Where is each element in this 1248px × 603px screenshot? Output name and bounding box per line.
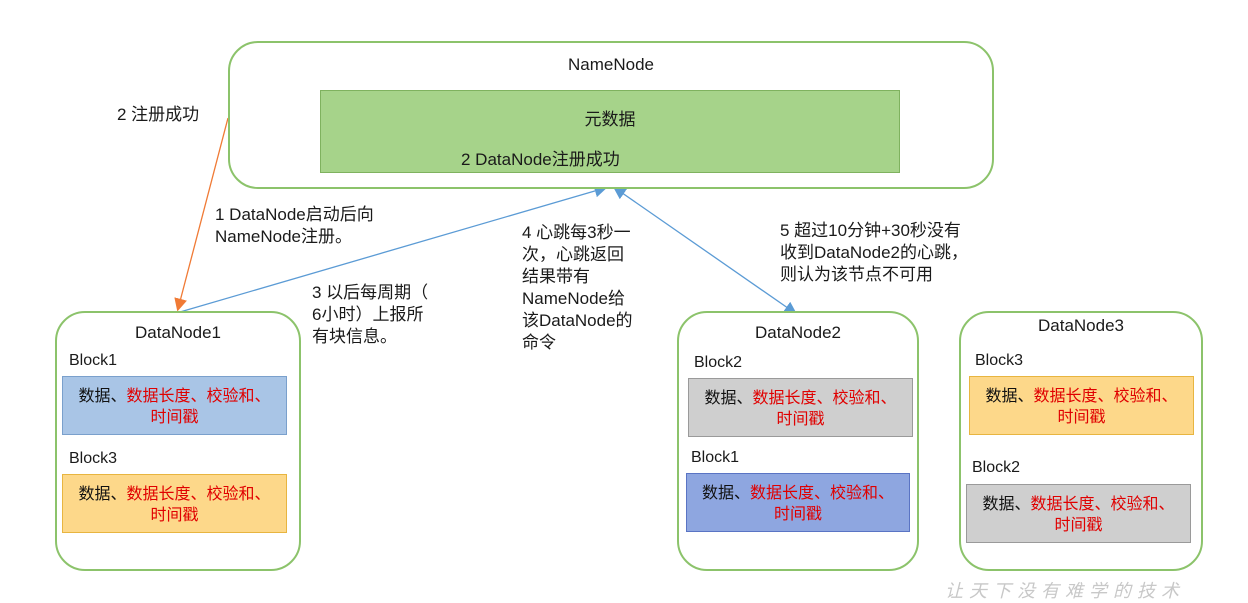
heartbeat-arrow (612, 186, 798, 315)
block-prefix: 数据、 (704, 390, 753, 407)
block-timestamp: 时间戳 (773, 506, 822, 523)
note-periodic: 3 以后每周期（ 6小时）上报所 有块信息。 (312, 283, 429, 346)
block-prefix: 数据、 (701, 485, 750, 502)
datanode1-title: DataNode1 (134, 323, 221, 342)
datanode2-block1-data: 数据、数据长度、校验和、 时间戳 (686, 473, 910, 532)
datanode1-block3-data: 数据、数据长度、校验和、 时间戳 (62, 474, 287, 533)
datanode1-block1-data: 数据、数据长度、校验和、 时间戳 (62, 376, 287, 435)
datanode1-block1-label: Block1 (69, 352, 118, 369)
block-prefix: 数据、 (78, 388, 127, 405)
datanode2-block2-data: 数据、数据长度、校验和、 时间戳 (688, 378, 913, 437)
block-fields: 数据长度、校验和、 (1030, 496, 1175, 513)
metadata-line: 2 DataNode注册成功 (461, 150, 620, 169)
block-fields: 数据长度、校验和、 (752, 390, 897, 407)
metadata-title: 元数据 (584, 110, 636, 129)
watermark: 让天下没有难学的技术 (945, 581, 1185, 602)
block-timestamp: 时间戳 (1057, 409, 1106, 426)
datanode3-title: DataNode3 (1037, 316, 1124, 335)
datanode1-block3-label: Block3 (69, 450, 118, 467)
datanode3-block2-data: 数据、数据长度、校验和、 时间戳 (966, 484, 1191, 543)
datanode3-block3-data: 数据、数据长度、校验和、 时间戳 (969, 376, 1194, 435)
note-startup: 1 DataNode启动后向 NameNode注册。 (215, 205, 374, 246)
block-fields: 数据长度、校验和、 (750, 485, 895, 502)
metadata-box: 元数据 2 DataNode注册成功 (320, 90, 900, 173)
block-fields: 数据长度、校验和、 (126, 388, 271, 405)
report-arrow (179, 184, 608, 313)
block-timestamp: 时间戳 (776, 411, 825, 428)
block-timestamp: 时间戳 (1054, 517, 1103, 534)
datanode2-title: DataNode2 (754, 323, 841, 342)
block-prefix: 数据、 (985, 388, 1034, 405)
block-timestamp: 时间戳 (150, 507, 199, 524)
datanode2-block1-label: Block1 (691, 449, 740, 466)
block-prefix: 数据、 (78, 486, 127, 503)
note-register-success: 2 注册成功 (117, 105, 200, 124)
block-fields: 数据长度、校验和、 (1033, 388, 1178, 405)
block-fields: 数据长度、校验和、 (126, 486, 271, 503)
datanode3-block3-label: Block3 (975, 352, 1024, 369)
register-arrow (174, 117, 229, 312)
note-timeout: 5 超过10分钟+30秒没有 收到DataNode2的心跳， 则认为该节点不可用 (780, 221, 969, 284)
datanode2-block2-label: Block2 (694, 354, 743, 371)
note-heartbeat: 4 心跳每3秒一 次，心跳返回 结果带有 NameNode给 该DataNode… (522, 223, 633, 352)
namenode-title: NameNode (568, 55, 654, 74)
datanode2-box: DataNode2 (677, 311, 919, 571)
block-prefix: 数据、 (982, 496, 1031, 513)
block-timestamp: 时间戳 (150, 409, 199, 426)
datanode3-block2-label: Block2 (972, 459, 1021, 476)
